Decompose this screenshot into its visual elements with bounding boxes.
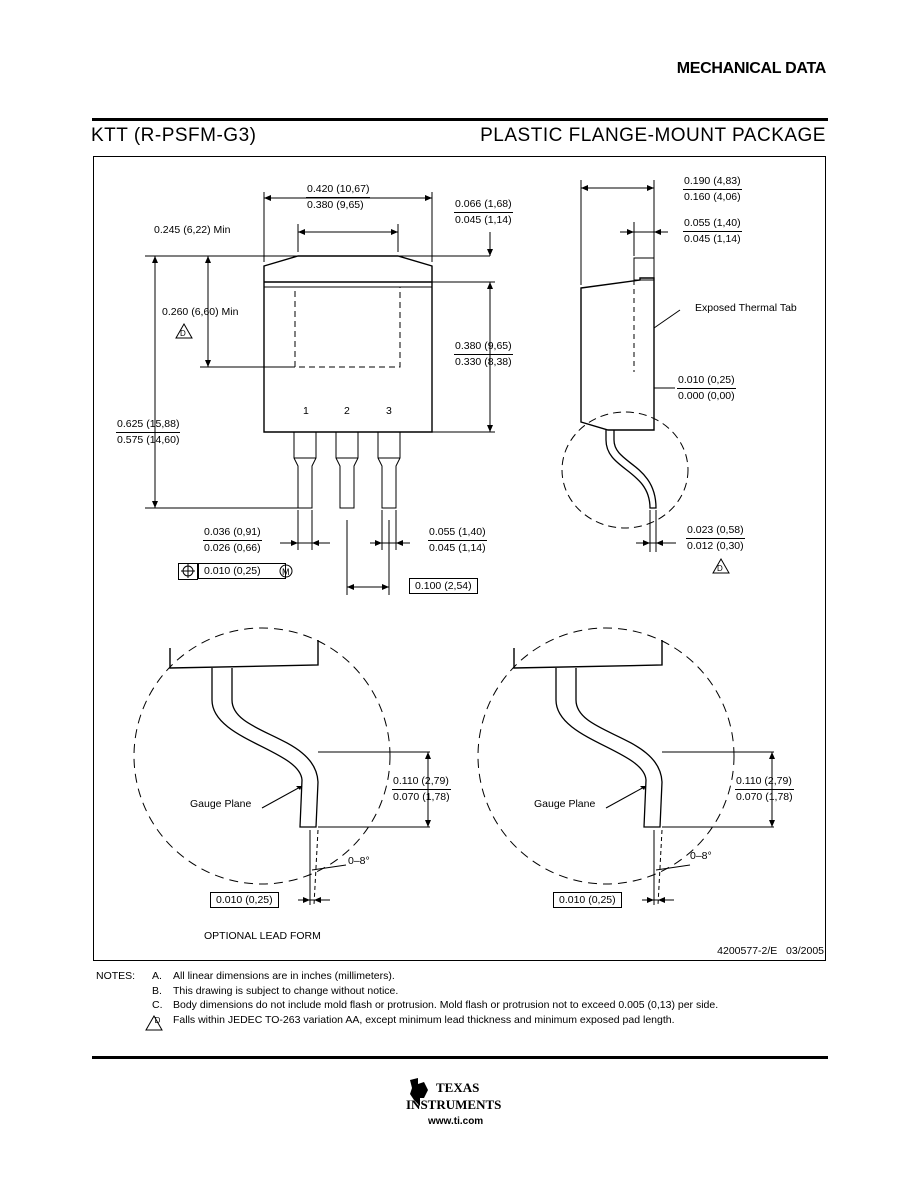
dim-detail-height-right: 0.110 (2,79)0.070 (1,78) bbox=[735, 775, 794, 803]
gauge-plane-label-left: Gauge Plane bbox=[190, 798, 252, 810]
note-a: A.All linear dimensions are in inches (m… bbox=[152, 970, 395, 982]
angle-label-right: 0–8° bbox=[690, 850, 712, 862]
dim-lead-shoulder: 0.055 (1,40)0.045 (1,14) bbox=[428, 526, 487, 554]
dim-detail-height-left: 0.110 (2,79)0.070 (1,78) bbox=[392, 775, 451, 803]
dim-height: 0.190 (4,83)0.160 (4,06) bbox=[683, 175, 742, 203]
drawing-frame bbox=[93, 156, 826, 961]
position-tolerance: 0.010 (0,25) bbox=[198, 563, 286, 579]
dim-body-length: 0.380 (9,65)0.330 (8,38) bbox=[454, 340, 513, 368]
note-d-flag-1: D bbox=[180, 329, 186, 338]
dim-tab-length: 0.260 (6,60) Min bbox=[162, 306, 239, 318]
dim-tab-thickness: 0.055 (1,40)0.045 (1,14) bbox=[683, 217, 742, 245]
dim-tab-width: 0.245 (6,22) Min bbox=[154, 224, 231, 236]
note-c: C.Body dimensions do not include mold fl… bbox=[152, 999, 719, 1011]
dim-tab-top: 0.066 (1,68)0.045 (1,14) bbox=[454, 198, 513, 226]
optional-lead-form-caption: OPTIONAL LEAD FORM bbox=[204, 930, 321, 942]
brand-line-2: INSTRUMENTS bbox=[406, 1097, 502, 1112]
notes-list: A.All linear dimensions are in inches (m… bbox=[152, 969, 718, 1028]
footer-rule bbox=[92, 1056, 828, 1059]
header-rule bbox=[92, 118, 828, 121]
notes-heading: NOTES: bbox=[96, 970, 136, 982]
dim-lead-width: 0.036 (0,91)0.026 (0,66) bbox=[203, 526, 262, 554]
dim-lead-thickness: 0.023 (0,58)0.012 (0,30) bbox=[686, 524, 745, 552]
position-symbol-box bbox=[178, 563, 198, 580]
note-b: B.This drawing is subject to change with… bbox=[152, 984, 399, 997]
package-name: PLASTIC FLANGE-MOUNT PACKAGE bbox=[480, 125, 826, 146]
gauge-plane-label-right: Gauge Plane bbox=[534, 798, 596, 810]
brand-line-1: TEXAS bbox=[436, 1080, 480, 1095]
dim-total-length: 0.625 (15,88)0.575 (14,60) bbox=[116, 418, 181, 446]
footer-url[interactable]: www.ti.com bbox=[428, 1116, 484, 1127]
dim-width: 0.420 (10,67)0.380 (9,65) bbox=[306, 183, 371, 211]
dim-pitch: 0.100 (2,54) bbox=[409, 578, 478, 594]
gauge-dim-left: 0.010 (0,25) bbox=[210, 892, 279, 908]
dim-standoff: 0.010 (0,25)0.000 (0,00) bbox=[677, 374, 736, 402]
pin-label-1: 1 bbox=[303, 405, 309, 417]
pin-label-2: 2 bbox=[344, 405, 350, 417]
drawing-number: 4200577-2/E 03/2005 bbox=[717, 945, 824, 957]
note-d-flag-2: D bbox=[717, 564, 723, 573]
thermal-tab-label: Exposed Thermal Tab bbox=[695, 302, 797, 314]
pin-label-3: 3 bbox=[386, 405, 392, 417]
section-header: MECHANICAL DATA bbox=[676, 60, 827, 77]
ti-brand: TEXAS bbox=[436, 1080, 480, 1095]
gauge-dim-right: 0.010 (0,25) bbox=[553, 892, 622, 908]
package-code: KTT (R-PSFM-G3) bbox=[91, 125, 257, 146]
angle-label-left: 0–8° bbox=[348, 855, 370, 867]
ti-logo-icon bbox=[410, 1078, 428, 1106]
mmc-symbol: M bbox=[282, 567, 290, 577]
